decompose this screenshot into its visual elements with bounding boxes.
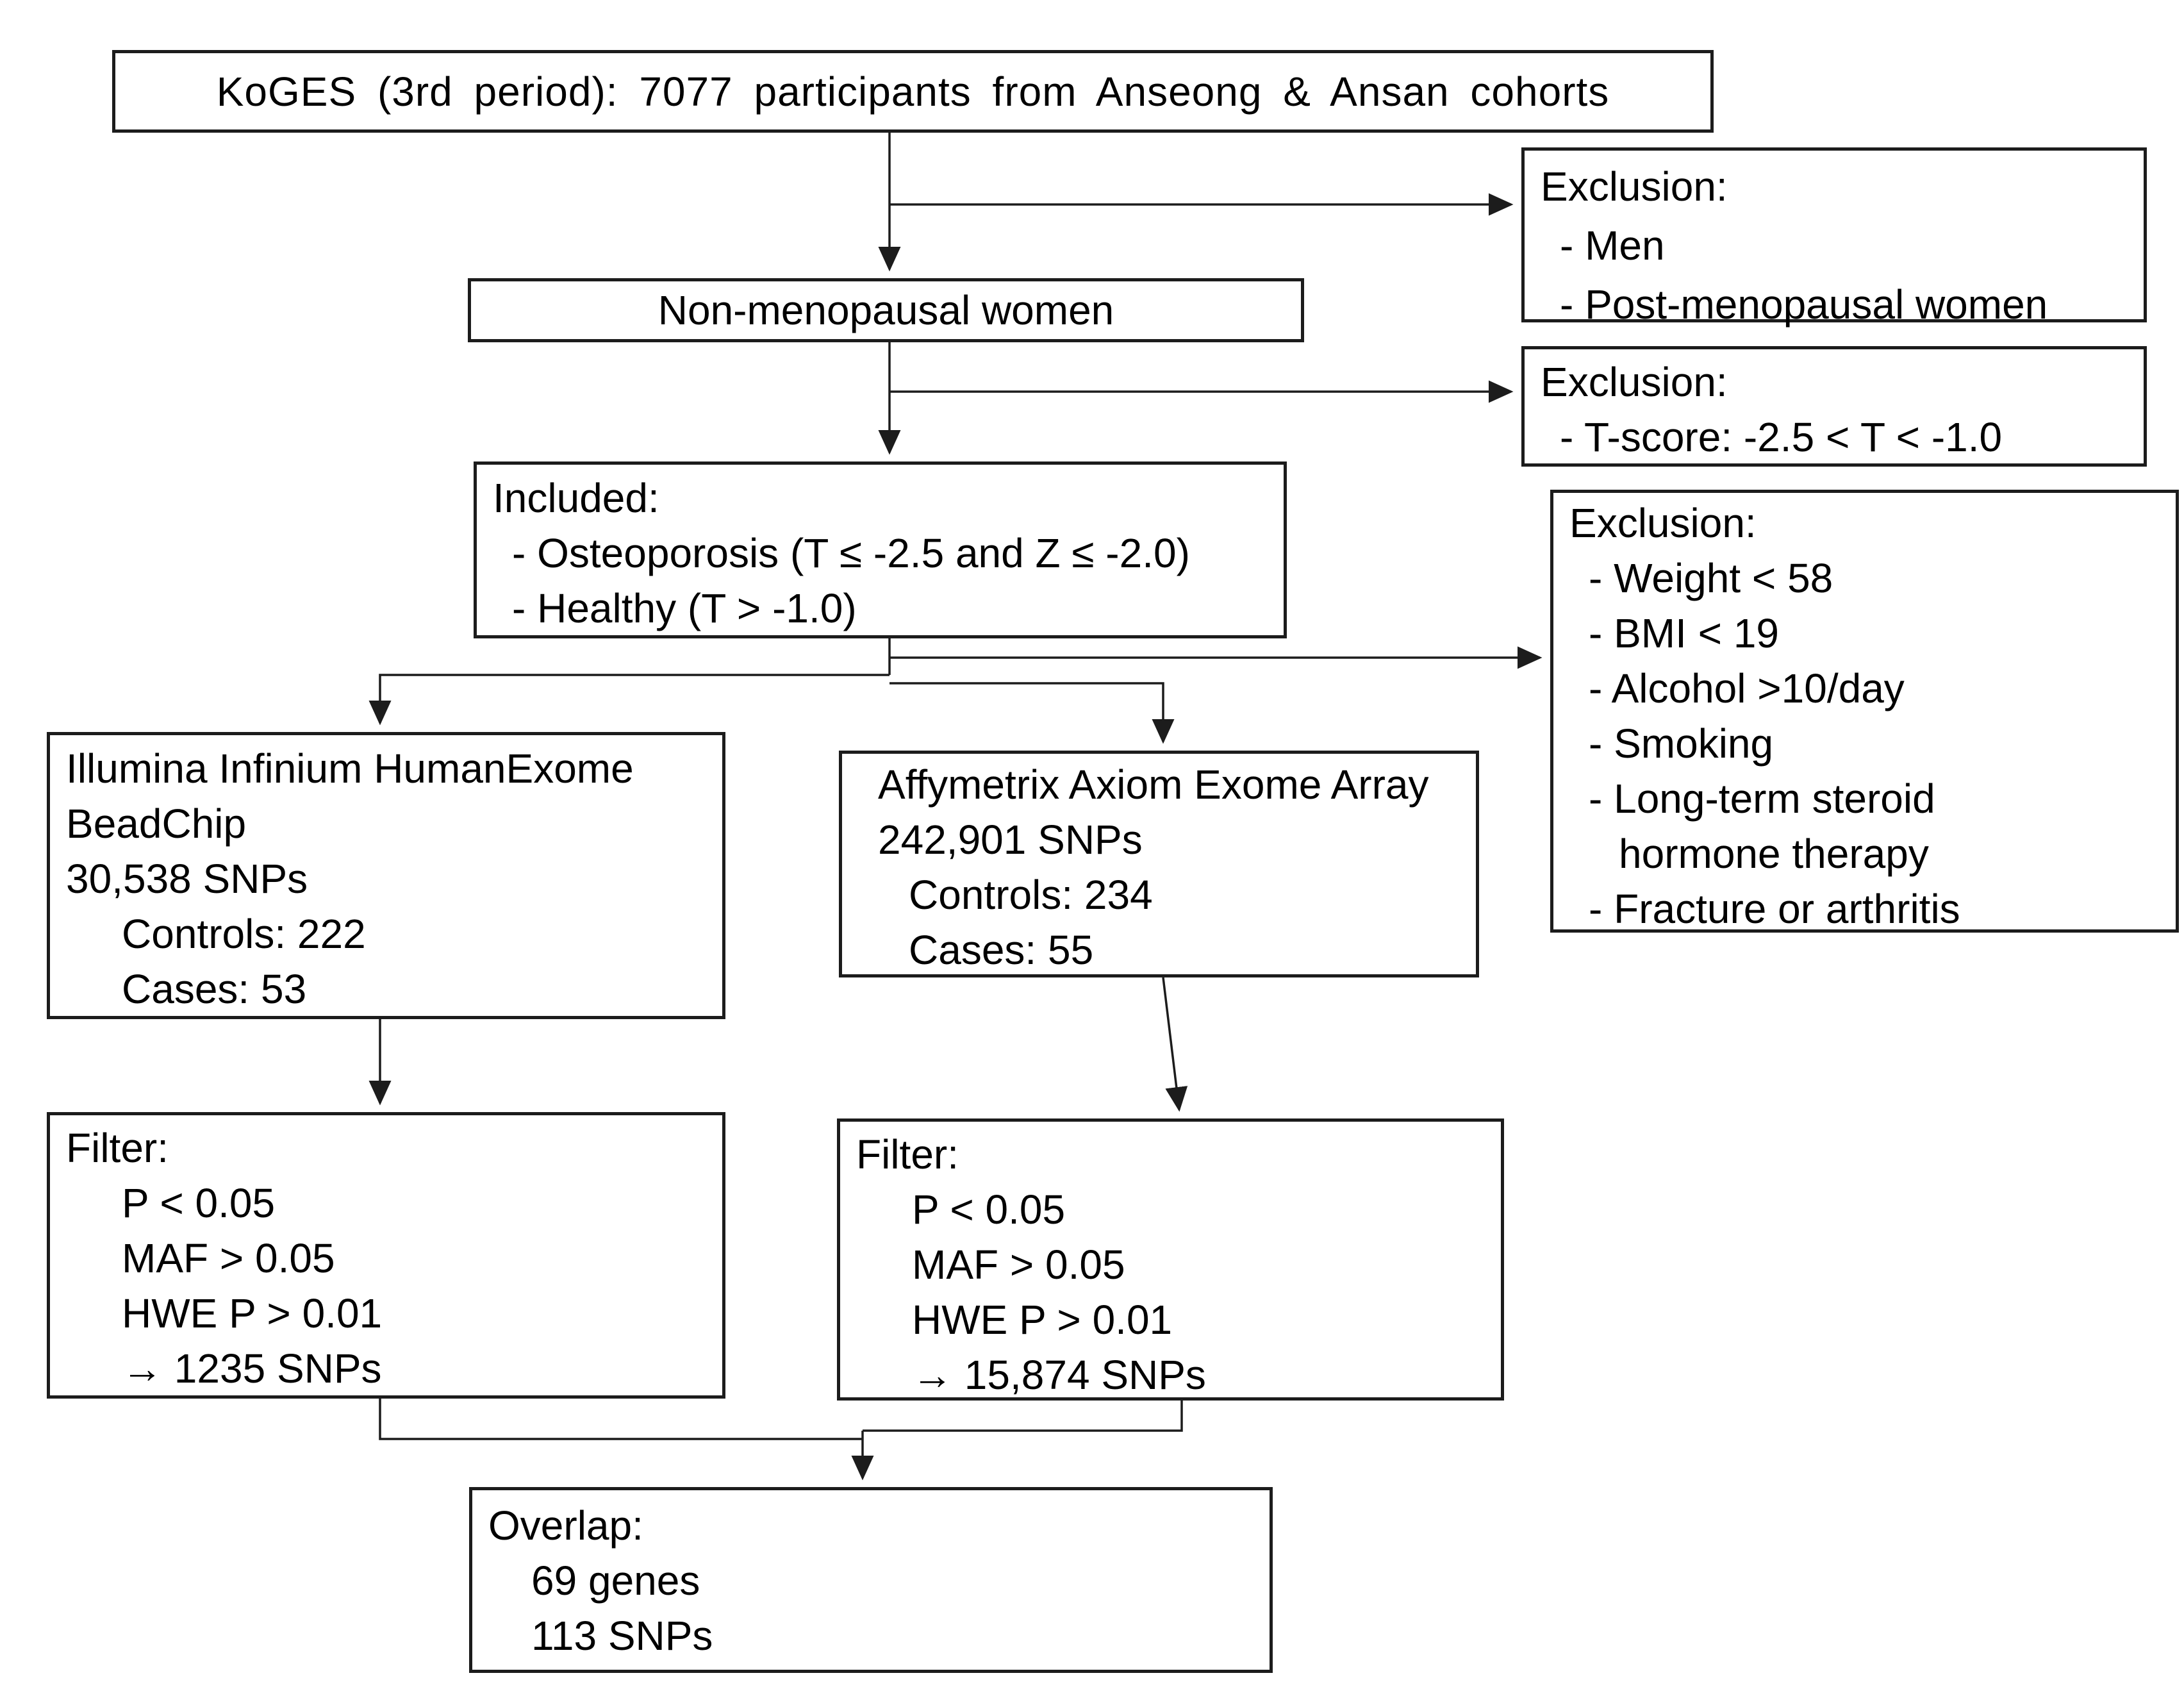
filter-affymetrix-item: MAF > 0.05 <box>912 1242 1125 1288</box>
illumina-snp-count: 30,538 SNPs <box>66 856 308 902</box>
connector-filter-left-down <box>379 1399 863 1440</box>
arrow-to-affymetrix <box>889 682 1175 744</box>
illumina-box: Illumina Infinium HumanExome BeadChip 30… <box>47 732 725 1019</box>
filter-illumina-item: MAF > 0.05 <box>122 1235 335 1281</box>
filter-affymetrix-item: P < 0.05 <box>912 1186 1066 1233</box>
filter-illumina-item: P < 0.05 <box>122 1180 276 1226</box>
affymetrix-controls: Controls: 234 <box>909 872 1153 918</box>
overlap-genes: 69 genes <box>531 1558 700 1604</box>
filter-illumina-result: → 1235 SNPs <box>122 1345 382 1392</box>
exclusion-lifestyle-box: Exclusion: - Weight < 58 - BMI < 19 - Al… <box>1550 490 2179 933</box>
exclusion-men-item: - Men <box>1560 222 1665 269</box>
exclusion-lifestyle-item: - Alcohol >10/day <box>1589 665 1905 711</box>
affymetrix-name: Affymetrix Axiom Exome Array <box>878 761 1429 808</box>
non-menopausal-label: Non-menopausal women <box>658 287 1114 333</box>
overlap-title: Overlap: <box>488 1502 643 1549</box>
affymetrix-snp-count: 242,901 SNPs <box>878 817 1143 863</box>
connector-filter-right-down <box>863 1401 1183 1432</box>
filter-affymetrix-result: → 15,874 SNPs <box>912 1352 1206 1398</box>
filter-affymetrix-box: Filter: P < 0.05 MAF > 0.05 HWE P > 0.01… <box>837 1118 1504 1401</box>
arrow-to-illumina <box>368 674 889 726</box>
included-item: - Healthy (T > -1.0) <box>512 585 857 631</box>
filter-illumina-item: HWE P > 0.01 <box>122 1290 383 1336</box>
exclusion-lifestyle-item: - Long-term steroid <box>1589 776 1935 822</box>
exclusion-tscore-item: - T-score: -2.5 < T < -1.0 <box>1560 414 2003 460</box>
exclusion-men-item: - Post-menopausal women <box>1560 281 2048 328</box>
included-title: Included: <box>493 475 659 521</box>
arrow-affymetrix-to-filter <box>1162 977 1188 1112</box>
included-item: - Osteoporosis (T ≤ -2.5 and Z ≤ -2.0) <box>512 530 1190 576</box>
overlap-box: Overlap: 69 genes 113 SNPs <box>469 1487 1273 1673</box>
exclusion-men-title: Exclusion: <box>1541 163 1728 210</box>
filter-affymetrix-item: HWE P > 0.01 <box>912 1297 1173 1343</box>
non-menopausal-box: Non-menopausal women <box>468 278 1304 342</box>
filter-illumina-box: Filter: P < 0.05 MAF > 0.05 HWE P > 0.01… <box>47 1112 725 1399</box>
overlap-snps: 113 SNPs <box>531 1613 713 1659</box>
affymetrix-box: Affymetrix Axiom Exome Array 242,901 SNP… <box>839 751 1479 977</box>
filter-affymetrix-title: Filter: <box>856 1131 959 1177</box>
illumina-cases: Cases: 53 <box>122 966 307 1012</box>
exclusion-lifestyle-item: - Fracture or arthritis <box>1589 886 1960 932</box>
koges-box: KoGES (3rd period): 7077 participants fr… <box>112 50 1714 133</box>
exclusion-tscore-box: Exclusion: - T-score: -2.5 < T < -1.0 <box>1521 346 2147 467</box>
exclusion-tscore-title: Exclusion: <box>1541 359 1728 405</box>
illumina-name-line1: Illumina Infinium HumanExome <box>66 745 634 792</box>
exclusion-men-box: Exclusion: - Men - Post-menopausal women <box>1521 147 2147 328</box>
exclusion-lifestyle-item: - Weight < 58 <box>1589 555 1833 601</box>
filter-illumina-title: Filter: <box>66 1125 169 1171</box>
affymetrix-cases: Cases: 55 <box>909 927 1094 973</box>
exclusion-lifestyle-title: Exclusion: <box>1569 500 1757 546</box>
illumina-name-line2: BeadChip <box>66 801 247 847</box>
koges-label: KoGES (3rd period): 7077 participants fr… <box>216 68 1610 115</box>
illumina-controls: Controls: 222 <box>122 911 366 957</box>
included-box: Included: - Osteoporosis (T ≤ -2.5 and Z… <box>474 461 1287 638</box>
exclusion-lifestyle-item-continuation: hormone therapy <box>1619 831 1929 877</box>
exclusion-lifestyle-item: - BMI < 19 <box>1589 610 1779 656</box>
exclusion-lifestyle-item: - Smoking <box>1589 720 1774 767</box>
